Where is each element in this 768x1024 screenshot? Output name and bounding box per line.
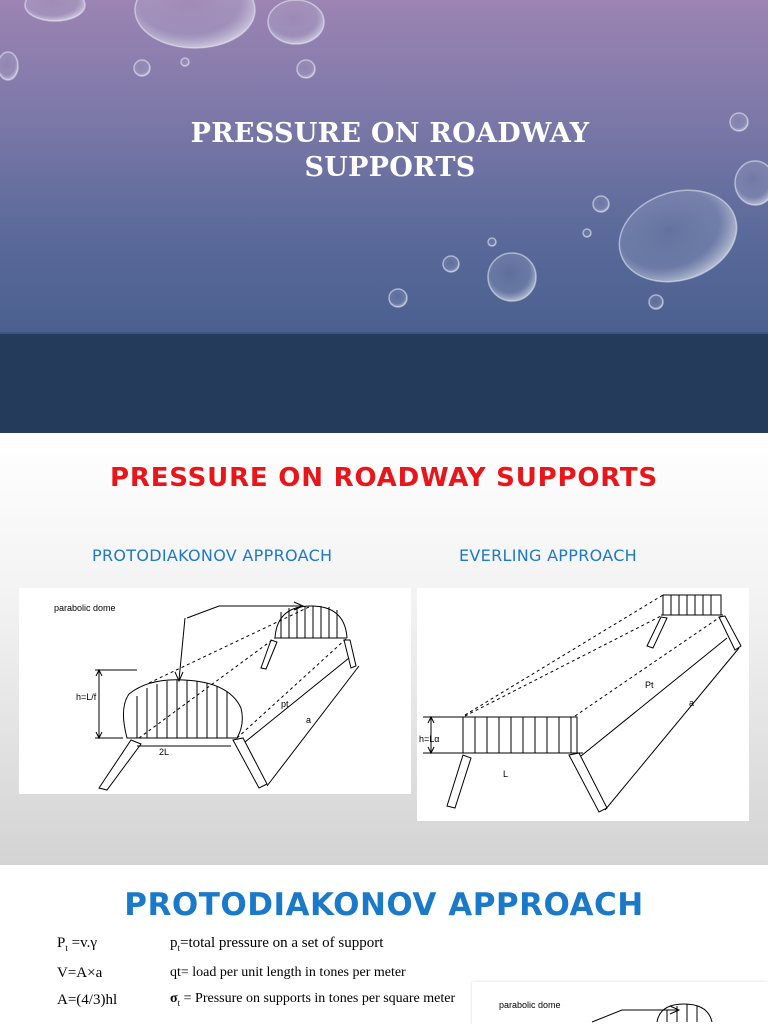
force-label: Pt [645,680,654,690]
droplet [734,160,768,206]
band-divider [0,332,768,335]
droplet [24,0,86,22]
dome-label: parabolic dome [54,603,116,613]
title-slide-heading: PRESSURE ON ROADWAY SUPPORTS [190,118,590,183]
droplet [133,59,151,77]
droplet [729,112,749,132]
front-dome [123,679,243,739]
protodiakonov-heading: PROTODIAKONOV APPROACH [92,546,333,565]
droplet [582,228,592,238]
equation-row: V=A×a [57,965,103,981]
width-label: L [503,769,508,779]
force-label: pt [281,699,289,709]
everling-heading: EVERLING APPROACH [459,546,638,565]
mini-diagram: parabolic dome [472,982,768,1024]
definition-row: pt=total pressure on a set of support [170,935,384,953]
equation-row: Pt =v.γ [57,935,97,953]
comparison-slide-title: PRESSURE ON ROADWAY SUPPORTS [110,463,658,493]
title-slide-band [0,334,768,433]
water-droplets-decoration [0,0,768,310]
protodiakonov-diagram: parabolic dome h=L/f 2L pt a [19,588,411,794]
droplet [618,189,738,283]
back-dome [274,605,348,639]
distance-label: a [306,715,311,725]
droplet [442,255,460,273]
comparison-slide: PRESSURE ON ROADWAY SUPPORTS PROTODIAKON… [0,433,768,865]
definition-row: qt= load per unit length in tones per me… [170,965,406,980]
equation-row: A=(4/3)hl [57,992,118,1008]
droplet [267,0,325,45]
droplet [487,252,537,302]
width-label: 2L [159,747,169,757]
distance-label: a [689,698,694,708]
droplet [0,51,19,81]
droplet [134,0,256,49]
protodiakonov-slide-title: PROTODIAKONOV APPROACH [124,887,644,923]
droplet [487,237,497,247]
droplet [296,59,316,79]
title-slide-background [0,0,768,334]
everling-diagram: h=Lα L Pt a [417,588,749,821]
droplet [388,288,408,308]
mini-dome-label: parabolic dome [499,1000,561,1010]
definition-row: σt = Pressure on supports in tones per s… [170,991,456,1008]
title-slide: PRESSURE ON ROADWAY SUPPORTS [0,0,768,433]
front-block [462,716,578,754]
droplet [648,294,664,310]
height-label: h=Lα [419,734,439,744]
protodiakonov-slide: PROTODIAKONOV APPROACH Pt =v.γ V=A×a A=(… [0,865,768,1024]
back-block [662,594,722,616]
height-label: h=L/f [76,692,97,702]
droplet [180,57,190,67]
droplet [592,195,610,213]
